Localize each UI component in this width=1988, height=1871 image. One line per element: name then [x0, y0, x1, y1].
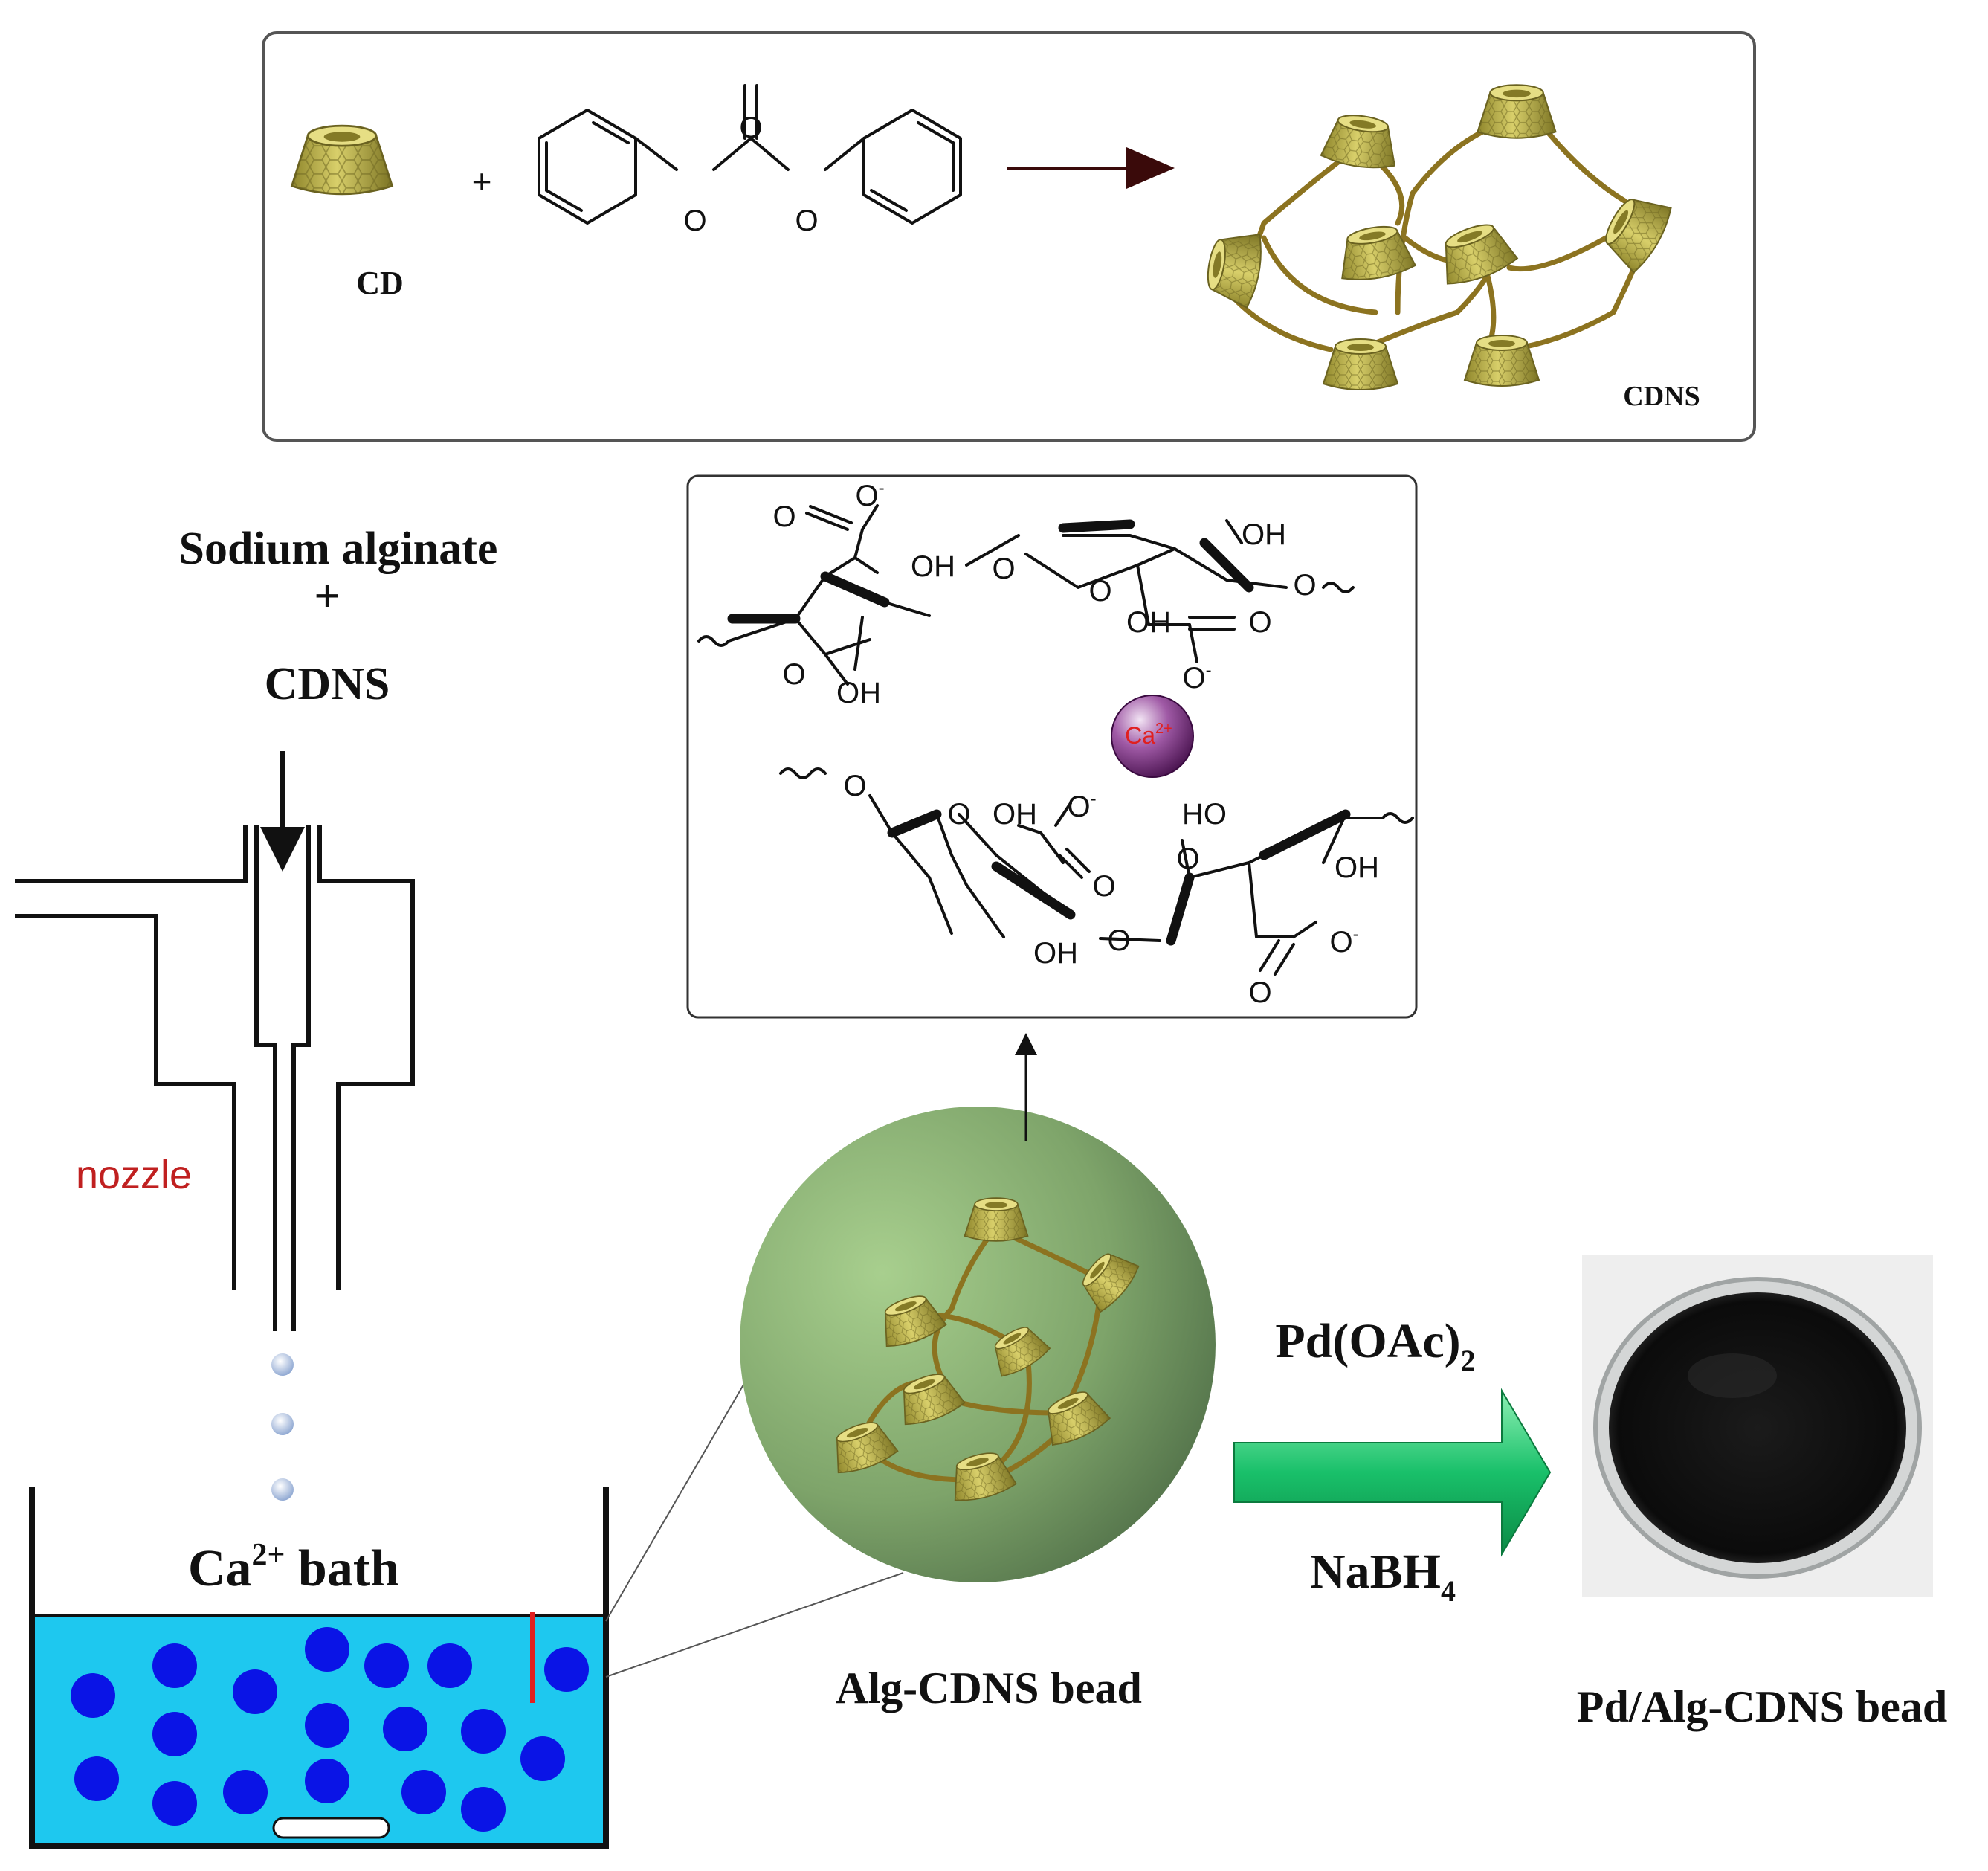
bath-label-ca: Ca [188, 1540, 252, 1597]
plus-sign: + [472, 162, 492, 201]
ring-o-3: O [947, 798, 970, 831]
reagent-bottom: NaBH4 [1310, 1545, 1456, 1608]
calcium-bath [29, 1487, 609, 1849]
reaction-arrow-head [1126, 147, 1175, 189]
feed-line2: CDNS [265, 659, 390, 709]
carbonyl-o-2: O [1248, 606, 1271, 639]
phenyl-ring-right [862, 109, 962, 225]
calcium-ion-label: Ca2+ [1125, 721, 1172, 749]
green-process-arrow [1233, 1388, 1552, 1557]
oh-label-1: OH [911, 550, 955, 583]
upper-carboxylate-o: O- [855, 478, 884, 512]
lower-start-o: O [843, 770, 866, 802]
bath-label: Ca2+ bath [188, 1538, 399, 1597]
gel-beads [71, 1627, 589, 1832]
falling-droplet [271, 1353, 294, 1376]
oh-label-2: OH [836, 677, 881, 709]
ring-o-1: O [782, 658, 805, 691]
product-photo [1582, 1255, 1933, 1597]
synthesis-panel: CD + O O O [262, 31, 1756, 442]
nozzle-apparatus [15, 825, 415, 1331]
glycosidic-o-2: O [1107, 924, 1130, 957]
alginate-crosslink-panel: O O- OH O O OH OH O OH O O- O Ca2+ [686, 474, 1418, 1019]
product-label: Pd/Alg-CDNS bead [1577, 1682, 1947, 1731]
cdns-label: CDNS [1623, 381, 1700, 412]
calcium-ion [1111, 695, 1194, 778]
carbonyl-oxygen: O [739, 112, 762, 144]
bath-label-rest: bath [285, 1540, 399, 1597]
alg-cdns-bead [740, 1107, 1216, 1582]
ester-oxygen-left: O [683, 205, 706, 237]
feed-plus: + [314, 571, 340, 622]
nozzle-label: nozzle [76, 1153, 192, 1197]
zoom-line-bottom [605, 1572, 904, 1678]
ring-o-4: O [1176, 843, 1199, 875]
carboxylate-o-2: O- [1182, 660, 1211, 695]
falling-droplet [271, 1413, 294, 1435]
carbonyl-o-4: O [1248, 976, 1271, 1009]
feed-line1: Sodium alginate [179, 524, 498, 574]
ho-label-7: HO [1182, 798, 1227, 831]
oh-label-3: OH [1242, 518, 1286, 551]
zoom-line-top [605, 1371, 752, 1622]
bead-sphere [740, 1107, 1216, 1582]
carboxylate-o-4: O- [1329, 924, 1358, 959]
oh-label-6: OH [1033, 937, 1078, 970]
carbonyl-o-3: O [1092, 870, 1115, 903]
bath-label-charge: 2+ [251, 1538, 285, 1572]
cdns-network [1201, 84, 1677, 390]
oh-label-8: OH [1335, 851, 1379, 884]
black-beads-pile [1609, 1292, 1906, 1563]
glycosidic-o-1: O [992, 553, 1015, 585]
falling-droplet [271, 1478, 294, 1501]
tail-o: O [1293, 569, 1316, 602]
ring-o-2: O [1088, 575, 1111, 608]
diphenyl-carbonate-structure: O O O [538, 84, 962, 237]
reagent-top: Pd(OAc)2 [1275, 1314, 1475, 1377]
stir-bar [272, 1817, 390, 1839]
lower-alginate-chain [779, 767, 1414, 976]
oh-label-5: OH [993, 798, 1037, 831]
oh-label-4: OH [1126, 606, 1171, 639]
cd-label: CD [356, 265, 404, 301]
upper-alginate-chain [697, 504, 1355, 686]
bead-label: Alg-CDNS bead [836, 1664, 1142, 1713]
upper-carbonyl-o: O [772, 500, 795, 533]
carboxylate-o-3: O- [1067, 789, 1096, 823]
ester-oxygen-right: O [795, 205, 818, 237]
bath-container [29, 1487, 609, 1849]
cyclodextrin-icon [291, 124, 393, 196]
alginate-panel-border [686, 474, 1418, 1019]
